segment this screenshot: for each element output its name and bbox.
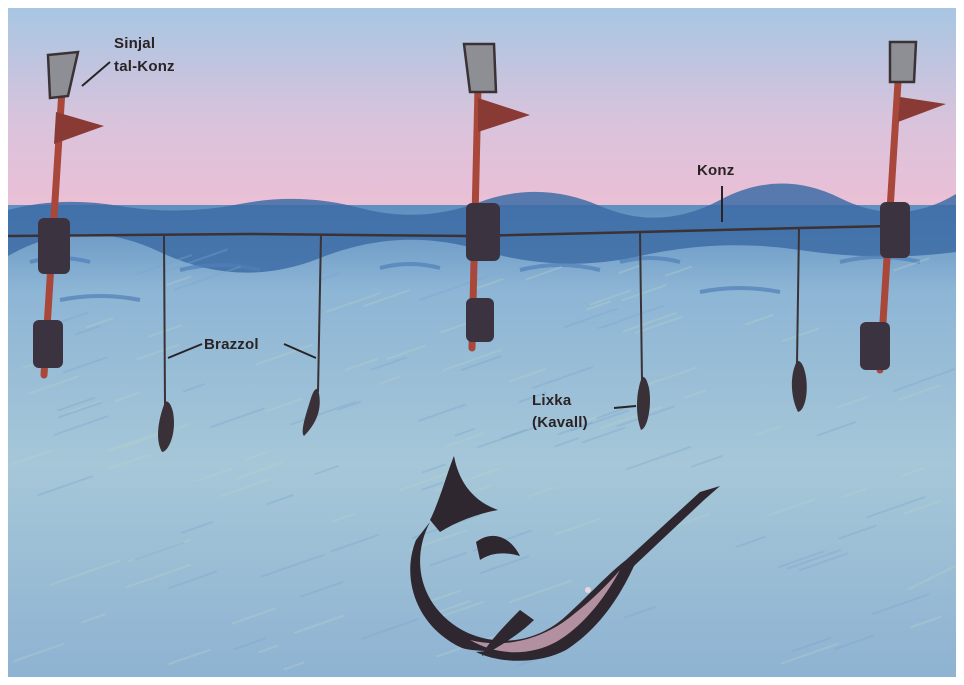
- bait-label-line1: Lixka: [532, 392, 571, 410]
- sea: [8, 205, 956, 677]
- signal-label-line2: tal-Konz: [114, 58, 175, 76]
- konz-label: Konz: [697, 162, 734, 180]
- signal-label-line1: Sinjal: [114, 35, 155, 53]
- brazzol-label: Brazzol: [204, 336, 259, 354]
- brazzol-line: [164, 236, 165, 405]
- bait-label-line2: (Kavall): [532, 414, 588, 432]
